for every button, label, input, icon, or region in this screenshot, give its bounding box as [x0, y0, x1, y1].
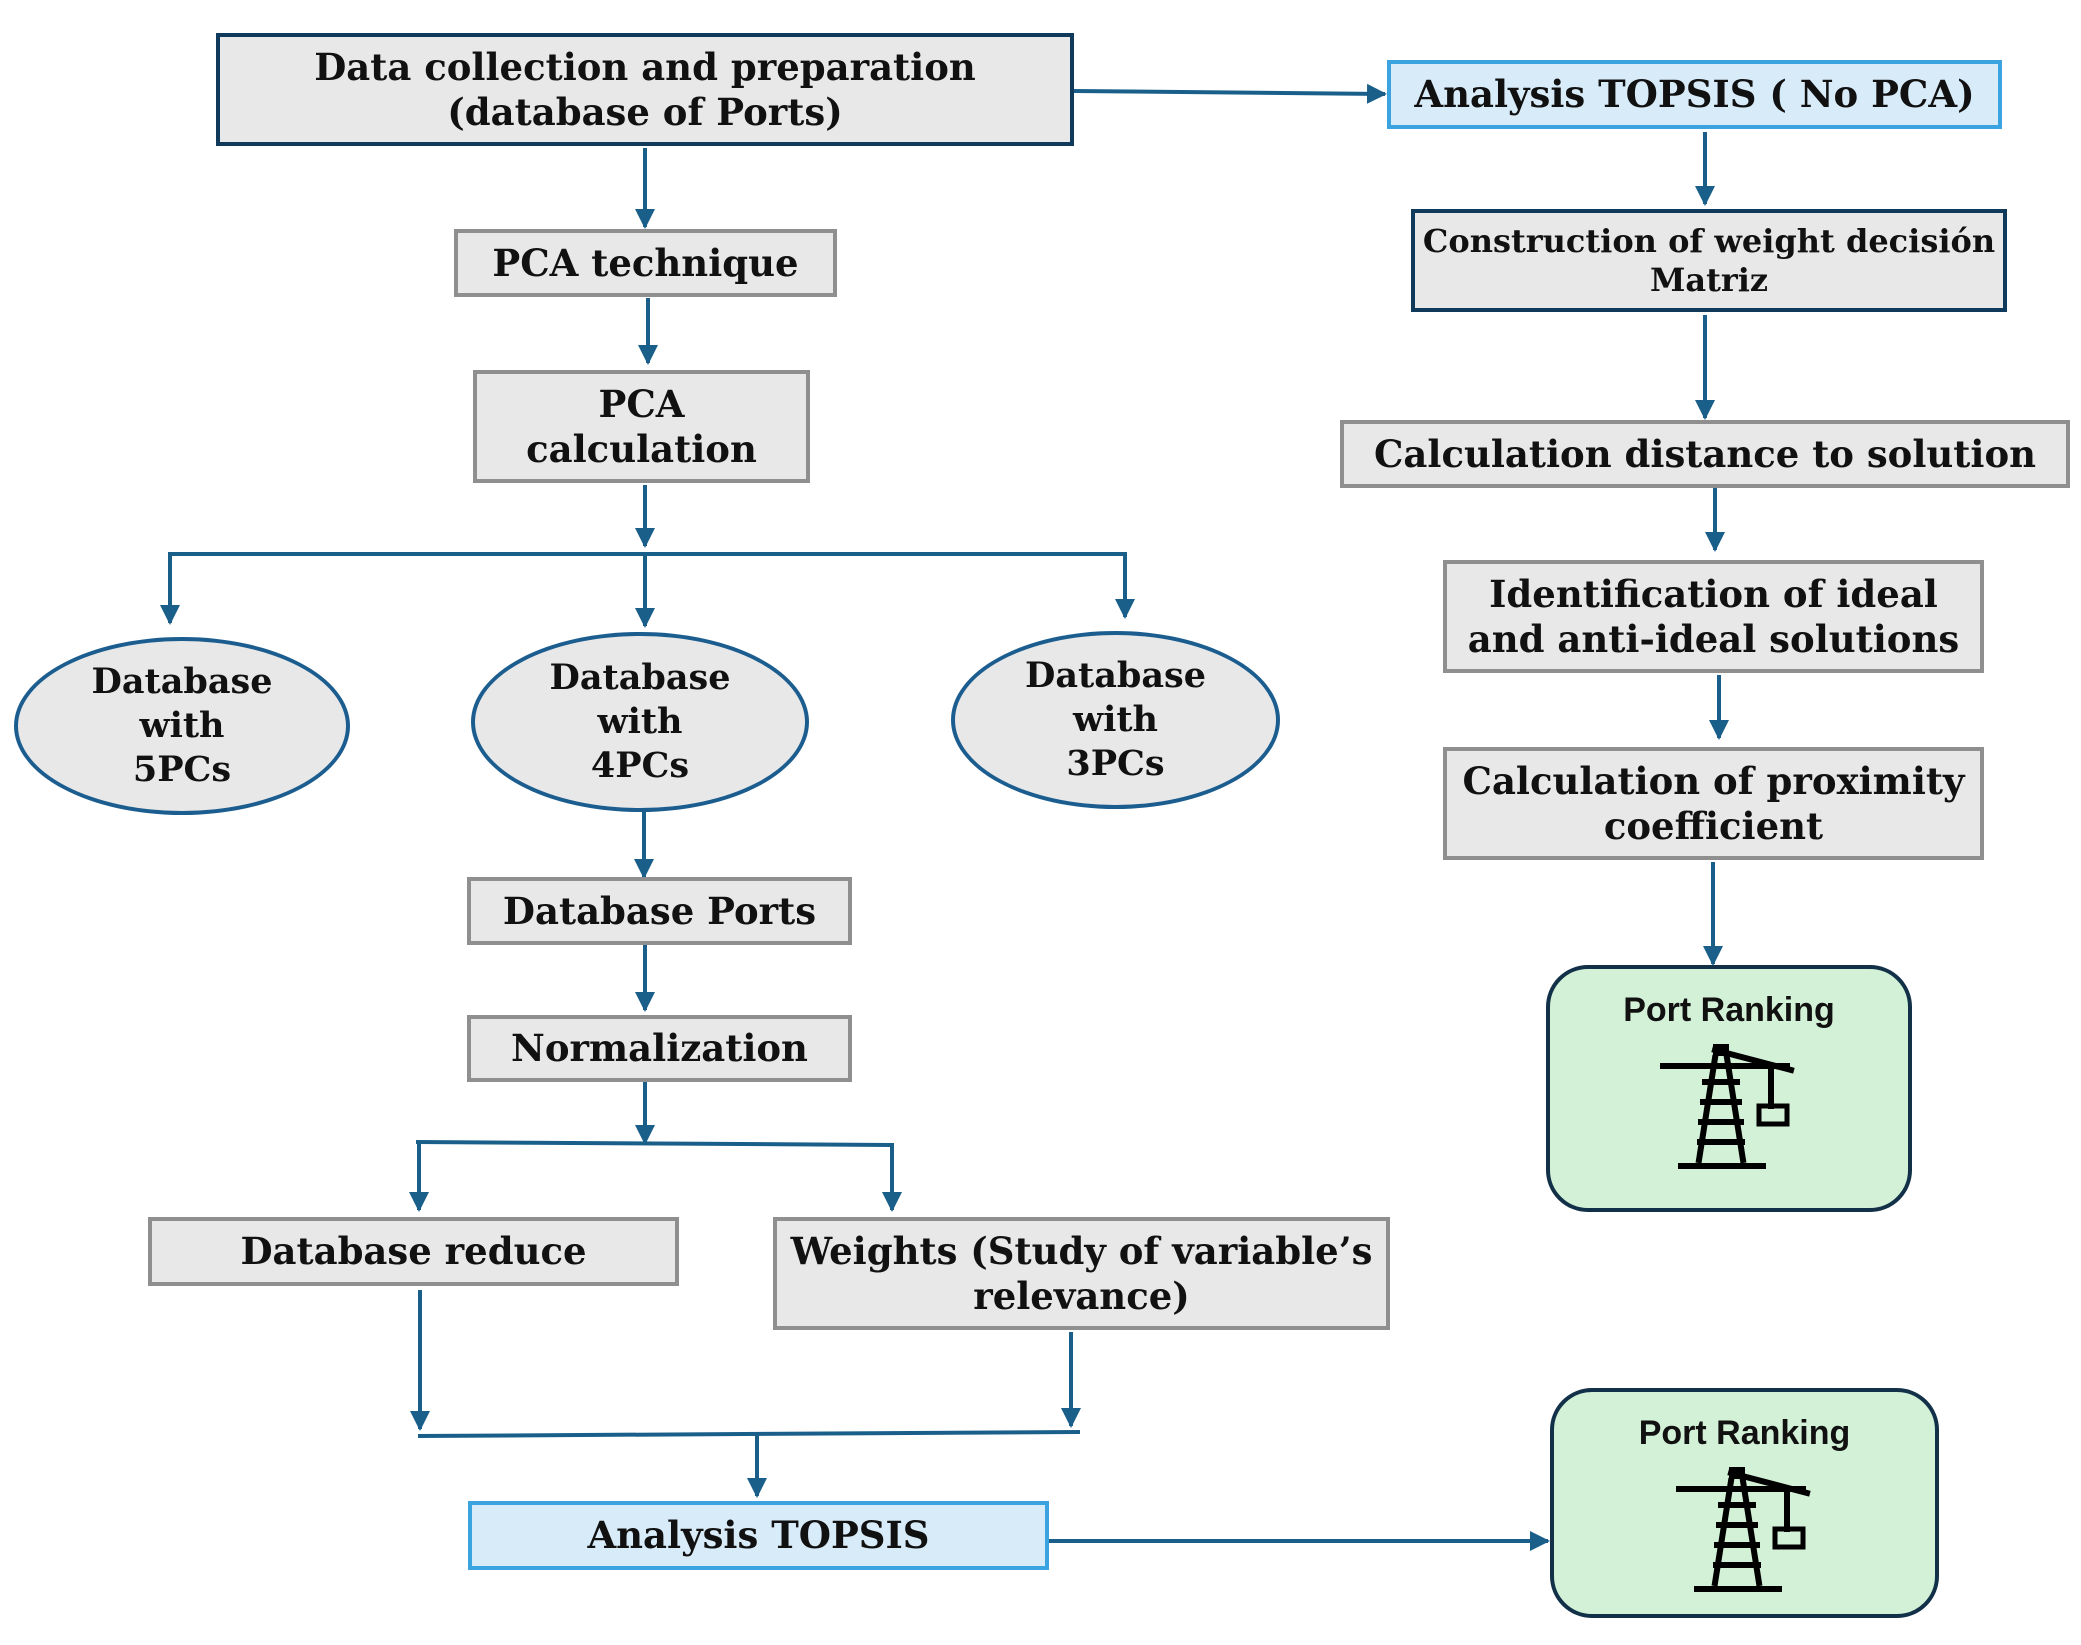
- analysis-topsis-no-pca-label: Analysis TOPSIS ( No PCA): [1414, 72, 1975, 117]
- arrow-collection-to-topsis-no-pca: [1073, 83, 1387, 104]
- database-3pcs-ellipse: Database with 3PCs: [951, 631, 1280, 809]
- pca-calculation-line1: PCA: [598, 382, 685, 427]
- pca-technique-box: PCA technique: [454, 229, 837, 297]
- identification-line1: Identification of ideal: [1489, 572, 1938, 617]
- identification-solutions-box: Identification of ideal and anti-ideal s…: [1443, 560, 1984, 673]
- database-reduce-label: Database reduce: [240, 1229, 587, 1274]
- db-4pcs-line2: with: [597, 701, 683, 743]
- database-ports-label: Database Ports: [502, 888, 817, 933]
- pca-technique-label: PCA technique: [492, 240, 799, 285]
- normalization-box: Normalization: [467, 1015, 852, 1082]
- calculation-distance-label: Calculation distance to solution: [1373, 431, 2037, 476]
- port-crane-icon: [1675, 1467, 1811, 1592]
- db-3pcs-line3: 3PCs: [1066, 742, 1165, 784]
- db-5pcs-line1: Database: [91, 661, 273, 703]
- database-reduce-box: Database reduce: [148, 1217, 679, 1286]
- analysis-topsis-box: Analysis TOPSIS: [468, 1501, 1049, 1570]
- construction-line2: Matriz: [1649, 260, 1769, 299]
- port-ranking-top-card: Port Ranking: [1546, 965, 1912, 1212]
- pca-calculation-line2: calculation: [526, 426, 757, 471]
- construction-line1: Construction of weight decisión: [1422, 222, 1996, 261]
- database-ports-box: Database Ports: [467, 877, 852, 945]
- proximity-line1: Calculation of proximity: [1462, 759, 1965, 804]
- port-ranking-bottom-title: Port Ranking: [1638, 1414, 1851, 1452]
- calculation-distance-box: Calculation distance to solution: [1340, 420, 2070, 488]
- construction-weight-matrix-box: Construction of weight decisión Matriz: [1411, 209, 2007, 312]
- identification-line2: and anti-ideal solutions: [1467, 616, 1960, 661]
- analysis-topsis-label: Analysis TOPSIS: [587, 1513, 930, 1558]
- data-collection-box: Data collection and preparation (databas…: [216, 33, 1074, 146]
- weights-line1: Weights (Study of variable’s: [790, 1229, 1373, 1274]
- branch-bar-normalization: [415, 1140, 895, 1147]
- weights-box: Weights (Study of variable’s relevance): [773, 1217, 1390, 1330]
- database-5pcs-ellipse: Database with 5PCs: [14, 637, 350, 815]
- analysis-topsis-no-pca-box: Analysis TOPSIS ( No PCA): [1387, 60, 2002, 129]
- db-4pcs-line1: Database: [549, 657, 731, 699]
- db-5pcs-line3: 5PCs: [132, 748, 232, 790]
- port-ranking-top-title: Port Ranking: [1623, 991, 1835, 1029]
- port-crane-icon: [1660, 1044, 1795, 1169]
- pca-calculation-box: PCA calculation: [473, 370, 810, 483]
- db-3pcs-line2: with: [1072, 699, 1159, 741]
- port-ranking-bottom-card: Port Ranking: [1550, 1388, 1939, 1618]
- proximity-line2: coefficient: [1603, 803, 1824, 848]
- db-4pcs-line3: 4PCs: [590, 744, 690, 786]
- data-collection-line1: Data collection and preparation: [314, 45, 976, 90]
- database-4pcs-ellipse: Database with 4PCs: [471, 632, 809, 812]
- normalization-label: Normalization: [511, 1026, 808, 1071]
- merge-bar: [417, 1430, 1081, 1438]
- db-3pcs-line1: Database: [1025, 655, 1206, 697]
- db-5pcs-line2: with: [139, 705, 225, 747]
- proximity-coefficient-box: Calculation of proximity coefficient: [1443, 747, 1984, 860]
- weights-line2: relevance): [973, 1273, 1190, 1318]
- data-collection-line2: (database of Ports): [447, 89, 843, 134]
